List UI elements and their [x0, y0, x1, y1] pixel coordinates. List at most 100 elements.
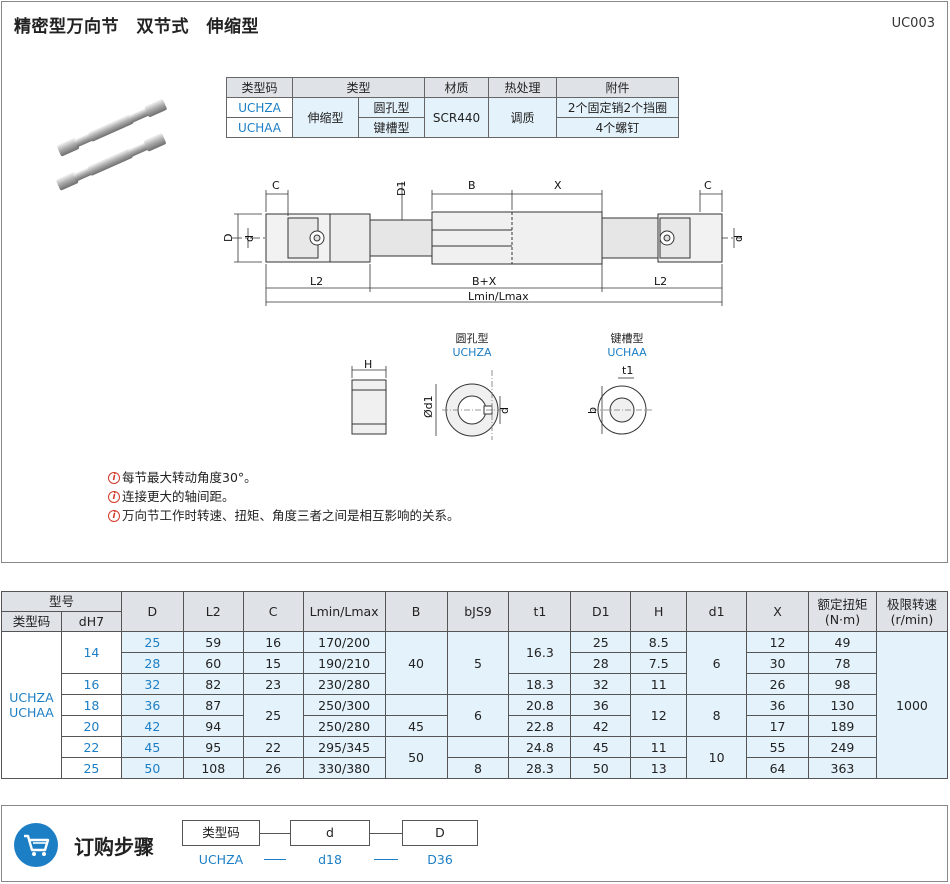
cell-X: 26 — [746, 673, 809, 695]
dim-big-d: D — [222, 234, 235, 242]
material-value: SCR440 — [424, 97, 489, 138]
dim-c-left: C — [272, 179, 280, 192]
cell-D: 42 — [120, 715, 184, 737]
cell-H: 12 — [630, 694, 688, 737]
product-info-panel: 精密型万向节 双节式 伸缩型 UC003 类型码 类型 材质 热处理 — [1, 1, 948, 563]
sec-d: d — [498, 407, 511, 414]
cell-L: 250/280 — [302, 715, 386, 737]
product-code: UC003 — [891, 16, 935, 31]
info-icon: i — [108, 509, 120, 522]
round-code-text: UCHZA — [452, 346, 492, 359]
page-title: 精密型万向节 双节式 伸缩型 — [14, 17, 259, 37]
cell-L: 330/380 — [302, 757, 386, 779]
cell-torque: 130 — [807, 694, 877, 716]
th-accessory: 附件 — [556, 77, 679, 98]
dim-lmin: Lmin/Lmax — [468, 290, 529, 303]
th-type: 类型 — [292, 77, 425, 98]
th-dh7: dH7 — [60, 611, 122, 632]
key-title-text: 键槽型 — [610, 332, 644, 345]
dim-d1: D1 — [395, 181, 408, 196]
table-row: 18 36 87 25 250/300 6 20.8 36 12 8 36 13… — [2, 694, 948, 737]
cell-B: 50 — [384, 736, 448, 779]
cell-D1: 36 — [570, 694, 632, 716]
cell-torque: 363 — [807, 757, 877, 779]
step-d-value: d18 — [318, 852, 342, 867]
th-torque: 额定扭矩(N·m) — [807, 591, 877, 632]
cell-d: 22 — [60, 736, 122, 758]
dim-x: X — [554, 179, 562, 192]
cell-L2: 94 — [182, 715, 244, 737]
cell-D: 50 — [120, 757, 184, 779]
cell-D1: 25 — [570, 631, 632, 653]
cell-L2: 87 — [182, 694, 244, 716]
cell-L2: 95 — [182, 736, 244, 758]
th-t1: t1 — [508, 591, 572, 632]
spec-table: 型号 D L2 C Lmin/Lmax B bJS9 t1 D1 H d1 X … — [1, 591, 949, 779]
cell-b: 5 — [446, 631, 510, 695]
info-icon: i — [108, 471, 120, 484]
th-type-code: 类型码 — [1, 611, 62, 632]
th-B: B — [384, 591, 448, 632]
dim-l2-left: L2 — [310, 275, 323, 288]
cell-X: 12 — [746, 631, 809, 653]
cell-L: 190/210 — [302, 652, 386, 674]
cell-D1: 45 — [570, 736, 632, 758]
cell-C: 26 — [242, 757, 304, 779]
heat-value: 调质 — [488, 97, 557, 138]
table-row: 28 60 15 190/210 28 7.5 30 78 — [2, 652, 948, 674]
cell-L: 250/300 — [302, 694, 386, 716]
table-row: 16 32 82 23 230/280 18.3 32 11 26 98 — [2, 673, 948, 695]
cell-b: 8 — [446, 757, 510, 779]
cell-t1: 24.8 — [508, 736, 572, 758]
cell-H: 13 — [630, 757, 688, 779]
cell-d1: 8 — [686, 694, 748, 737]
table-row: 25 50 108 26 330/380 8 28.3 50 13 64 363 — [2, 757, 948, 779]
cell-C: 25 — [242, 694, 304, 737]
th-model: 型号 — [1, 591, 122, 612]
cell-L: 170/200 — [302, 631, 386, 653]
key-section-title: 键槽型 UCHAA — [597, 332, 657, 360]
sec-h: H — [364, 360, 372, 371]
speed-label: 极限转速 — [886, 596, 937, 612]
cell-t1: 20.8 — [508, 694, 572, 716]
cell-L2: 108 — [182, 757, 244, 779]
note-text: 万向节工作时转速、扭矩、角度三者之间是相互影响的关系。 — [122, 508, 460, 523]
type-code-uchaa: UCHAA — [226, 117, 293, 138]
dim-l2-right: L2 — [654, 275, 667, 288]
cell-torque: 249 — [807, 736, 877, 758]
info-icon: i — [108, 490, 120, 503]
cell-D: 28 — [120, 652, 184, 674]
cell-d1: 6 — [686, 631, 748, 695]
torque-label: 额定扭矩 — [817, 596, 868, 612]
cell-D1: 28 — [570, 652, 632, 674]
th-D1: D1 — [570, 591, 632, 632]
th-H: H — [630, 591, 688, 632]
subtype-round: 圆孔型 — [358, 97, 425, 118]
cell-X: 64 — [746, 757, 809, 779]
cell-t1: 18.3 — [508, 673, 572, 695]
note-item: i 每节最大转动角度30°。 — [108, 468, 460, 487]
subtype-key: 键槽型 — [358, 117, 425, 138]
cell-torque: 189 — [807, 715, 877, 737]
cell-H: 7.5 — [630, 652, 688, 674]
note-text: 连接更大的轴间距。 — [122, 489, 235, 504]
th-X: X — [746, 591, 809, 632]
th-C: C — [242, 591, 304, 632]
step-D-box: D — [402, 820, 478, 846]
sec-t1: t1 — [622, 364, 633, 377]
round-title-text: 圆孔型 — [455, 332, 489, 345]
notes: i 每节最大转动角度30°。 i 连接更大的轴间距。 i 万向节工作时转速、扭矩… — [108, 468, 460, 525]
order-title: 订购步骤 — [74, 835, 154, 859]
step-connector — [370, 833, 402, 834]
type-table: 类型码 类型 材质 热处理 附件 UCHZA 伸缩型 圆孔型 SCR440 调质… — [226, 77, 679, 138]
note-item: i 万向节工作时转速、扭矩、角度三者之间是相互影响的关系。 — [108, 506, 460, 525]
cell-d: 16 — [60, 673, 122, 695]
order-steps-panel: 订购步骤 类型码 d D UCHZA d18 D36 — [1, 805, 948, 882]
th-L2: L2 — [182, 591, 244, 632]
cell-b-empty — [446, 736, 510, 758]
note-item: i 连接更大的轴间距。 — [108, 487, 460, 506]
cell-L2: 59 — [182, 631, 244, 653]
cart-icon — [14, 823, 58, 867]
